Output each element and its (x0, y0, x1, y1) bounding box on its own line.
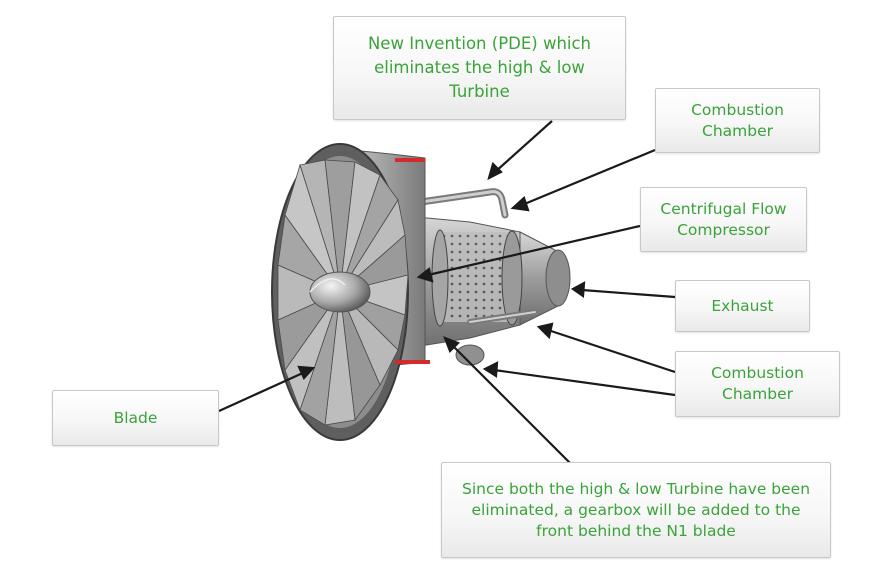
label-combustion-top-text: Combustion Chamber (691, 100, 784, 140)
arrowhead-icon (487, 161, 503, 181)
label-blade: Blade (52, 390, 219, 446)
arrowhead-icon (536, 322, 554, 340)
arrows (218, 120, 676, 464)
label-blade-text: Blade (113, 408, 158, 427)
label-exhaust-text: Exhaust (711, 296, 774, 315)
jet-engine-illustration (271, 143, 571, 441)
arrow-gearbox (451, 344, 571, 464)
label-gearbox-note-text: Since both the high & low Turbine have b… (461, 479, 811, 540)
label-combustion-bottom-text: Combustion Chamber (711, 364, 804, 403)
label-pde-text: New Invention (PDE) which eliminates the… (367, 34, 592, 101)
label-combustion-chamber-bottom: Combustion Chamber (675, 351, 840, 417)
arrowhead-icon (443, 336, 460, 353)
label-pde-invention: New Invention (PDE) which eliminates the… (333, 16, 626, 120)
label-combustion-chamber-top: Combustion Chamber (655, 88, 820, 153)
exhaust-nozzle (519, 231, 571, 326)
arrowhead-icon (416, 267, 434, 283)
arrowhead-icon (297, 365, 316, 380)
label-compressor-text: Centrifugal Flow Compressor (660, 199, 787, 239)
arrow-combustion-top (521, 148, 656, 207)
label-centrifugal-compressor: Centrifugal Flow Compressor (640, 187, 807, 252)
arrow-exhaust (581, 288, 676, 299)
label-exhaust: Exhaust (675, 280, 810, 332)
arrow-pde (494, 120, 553, 173)
gearbox-housing (455, 344, 485, 366)
arrowhead-icon (482, 361, 499, 378)
bypass-tube (396, 188, 538, 325)
label-gearbox-note: Since both the high & low Turbine have b… (441, 462, 831, 558)
arrow-combustion-bottom-1 (547, 328, 676, 374)
arrowhead-icon (570, 281, 586, 299)
arrow-compressor (427, 224, 641, 277)
arrow-blade (218, 370, 306, 413)
engine-core (394, 214, 523, 351)
arrow-combustion-bottom-2 (493, 368, 676, 397)
arrowhead-icon (510, 196, 530, 212)
spinner-cone (309, 271, 371, 313)
